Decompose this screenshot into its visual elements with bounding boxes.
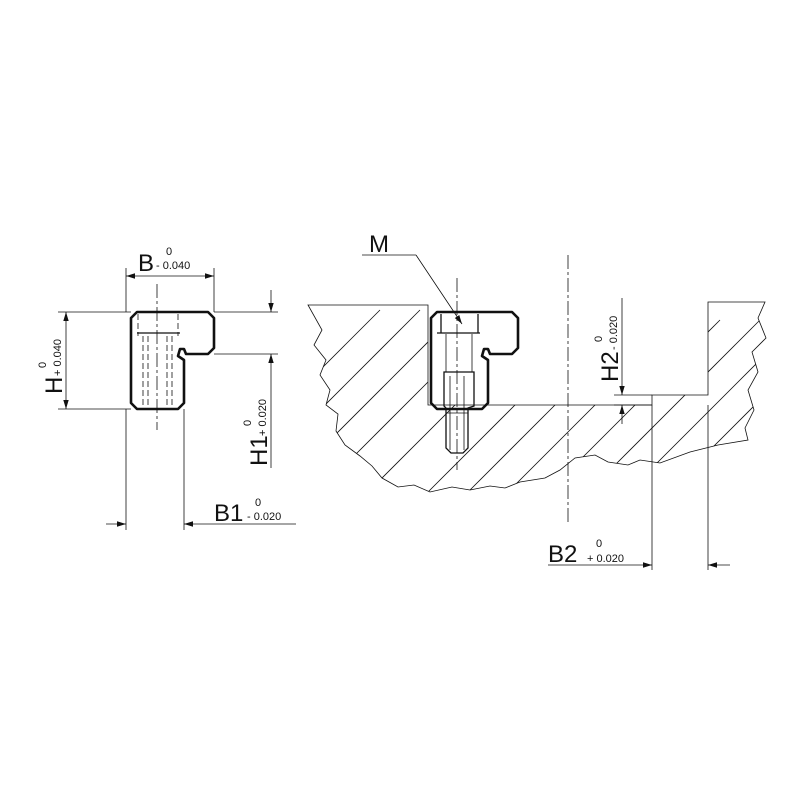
machine-table-section	[307, 255, 767, 525]
dim-b-label: B	[138, 250, 154, 277]
callout-m: M	[362, 231, 463, 325]
section-outline	[307, 301, 767, 493]
dim-b2-lower: + 0.020	[587, 553, 624, 565]
dimension-h1: H1 0 + 0.020	[214, 290, 278, 468]
dim-h-upper: 0	[37, 362, 49, 368]
dimension-b: B 0 - 0.040	[125, 246, 215, 312]
dim-h1-label: H1	[246, 435, 273, 466]
t-slot-nut-view	[129, 284, 216, 430]
dimension-h2: H2 0 - 0.020	[593, 298, 652, 424]
dim-b2-upper: 0	[596, 538, 602, 550]
dim-b-upper: 0	[166, 246, 172, 258]
dim-h1-upper: 0	[242, 420, 254, 426]
dim-b-lower: - 0.040	[156, 260, 190, 272]
dim-h1-lower: + 0.020	[257, 399, 269, 436]
callout-m-label: M	[369, 231, 389, 258]
dim-h2-upper: 0	[593, 336, 605, 342]
mounted-nut-outline	[429, 310, 520, 411]
dim-b1-upper: 0	[255, 497, 261, 509]
dim-h2-label: H2	[597, 351, 624, 382]
dim-h-lower: + 0.040	[52, 339, 64, 376]
screw	[443, 371, 475, 454]
dim-h-label: H	[41, 377, 68, 394]
dimension-h: H 0 + 0.040	[37, 311, 131, 410]
dim-h2-lower: - 0.020	[608, 316, 620, 350]
dim-b2-label: B2	[548, 541, 577, 568]
nut-outline	[129, 310, 216, 411]
dimension-b2: B2 0 + 0.020	[548, 405, 730, 570]
dim-b1-lower: - 0.020	[247, 511, 281, 523]
dim-b1-label: B1	[214, 500, 243, 527]
dimension-b1: B1 0 - 0.020	[106, 409, 296, 530]
